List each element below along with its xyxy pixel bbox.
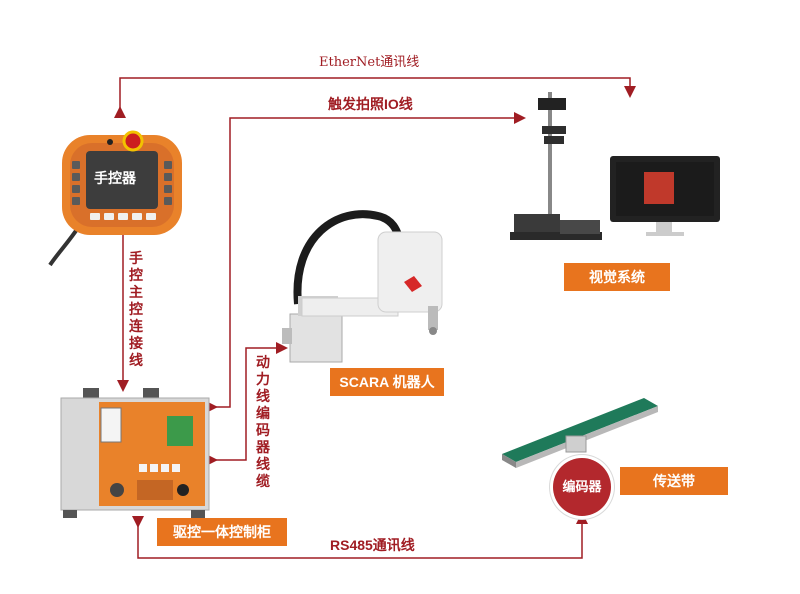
rs485-line xyxy=(132,512,588,559)
pendant-label: 手控器 xyxy=(94,170,136,186)
rs485-label: RS485通讯线 xyxy=(330,537,415,553)
trigger-io-label: 触发拍照IO线 xyxy=(328,96,413,112)
vision-tag: 视觉系统 xyxy=(564,263,670,291)
pendant-device xyxy=(48,130,182,267)
conveyor-belt xyxy=(502,398,658,468)
vision-system xyxy=(510,92,720,240)
ethernet-line xyxy=(114,77,636,118)
controller-tag: 驱控一体控制柜 xyxy=(157,518,287,546)
conveyor-tag: 传送带 xyxy=(620,467,728,495)
scara-robot xyxy=(282,210,443,363)
ethernet-label: EtherNet通讯线 xyxy=(319,55,420,70)
scara-tag: SCARA 机器人 xyxy=(330,368,444,396)
controller-cabinet xyxy=(60,388,210,518)
power-encoder-label: 动力线编码器线缆 xyxy=(256,354,270,489)
encoder-node: 编码器 xyxy=(553,458,611,516)
power-encoder-line xyxy=(206,342,288,466)
pendant-cable-label: 手控主控连接线 xyxy=(129,250,143,368)
